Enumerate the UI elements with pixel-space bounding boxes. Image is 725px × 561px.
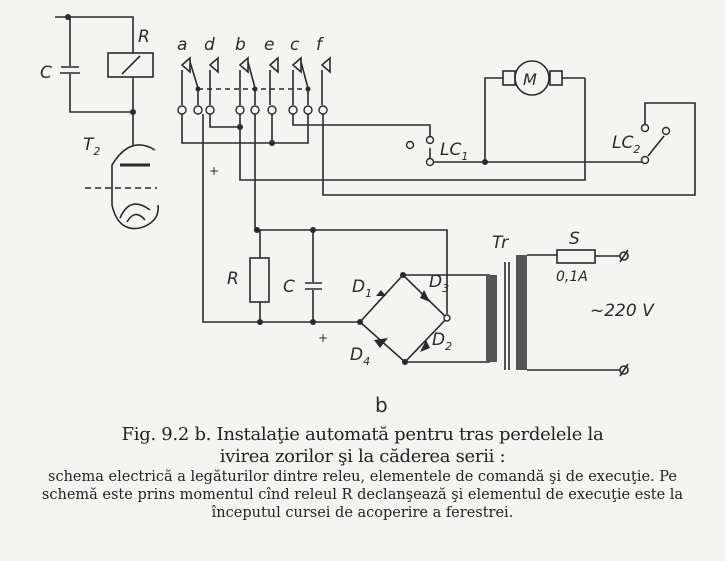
switch-b-label: b [235, 35, 246, 55]
switch-a-label: a [177, 35, 187, 55]
fuse-label: S [569, 229, 580, 249]
relay-label: R [138, 27, 150, 47]
relay-coil [107, 52, 154, 78]
caption-title-line2: ivirea zorilor şi la căderea serii : [219, 446, 506, 467]
tube-label: T2 [83, 135, 100, 158]
fuse-rating: 0,1A [556, 269, 588, 285]
relay-circuit [55, 14, 159, 230]
switch-d-label: d [204, 35, 215, 55]
plus-sign-bottom: + [318, 331, 328, 345]
capacitor-top-symbol [60, 66, 80, 74]
plus-sign-top: + [209, 164, 219, 178]
switch-e-label: e [264, 35, 274, 55]
d3-label: D3 [429, 272, 449, 295]
tube-envelope [111, 144, 159, 230]
transformer-label: Tr [492, 233, 509, 253]
motor-label: M [523, 70, 537, 89]
transformer-primary [486, 275, 497, 362]
fuse [556, 249, 596, 264]
d1-label: D1 [352, 277, 372, 300]
circuit-diagram: C R T2 a d b e c f [40, 14, 696, 417]
voltage-label: ~220 V [590, 301, 655, 321]
d4-label: D4 [350, 345, 370, 368]
lc2-label: LC2 [612, 133, 640, 156]
switch-f-label: f [316, 35, 325, 55]
resistor-label: R [227, 269, 239, 289]
transformer-secondary [516, 255, 527, 370]
subfigure-label: b [375, 393, 388, 417]
wiring [181, 60, 696, 377]
caption-title-line1: Fig. 9.2 b. Instalaţie automată pentru t… [121, 424, 604, 445]
figure-caption: Fig. 9.2 b. Instalaţie automată pentru t… [0, 424, 725, 522]
switch-c-label: c [290, 35, 300, 55]
caption-body: schema electrică a legăturilor dintre re… [41, 469, 684, 521]
capacitor-bottom-symbol [305, 282, 322, 290]
motor-symbol [514, 60, 550, 96]
capacitor-top-label: C [40, 63, 52, 83]
relay-contacts [177, 56, 331, 115]
resistor [249, 257, 270, 303]
lc1-label: LC1 [440, 140, 468, 163]
d2-label: D2 [432, 330, 452, 353]
capacitor-bottom-label: C [283, 277, 295, 297]
